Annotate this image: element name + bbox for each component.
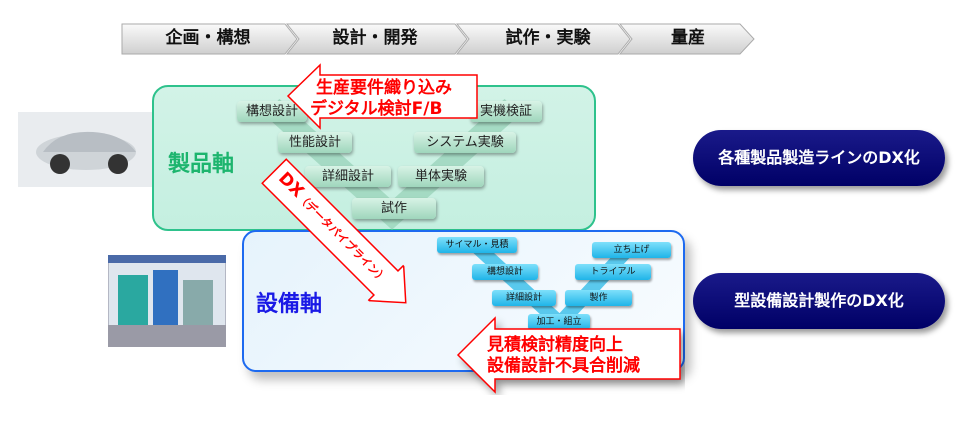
product-step: 単体実験: [398, 166, 484, 187]
equipment-step: 加工・組立: [528, 314, 590, 330]
product-dx-button[interactable]: 各種製品製造ラインのDX化: [693, 130, 945, 186]
equipment-step: 製作: [565, 290, 632, 306]
dx-pipeline-arrow: DX（データパイプライン）: [261, 158, 419, 316]
phase-chevron-3: [455, 23, 631, 55]
product-step: 実機検証: [470, 101, 542, 122]
phase-chevron-4: [618, 23, 755, 55]
equipment-step: 詳細設計: [492, 290, 556, 306]
phase-label: 設計・開発: [332, 28, 418, 48]
dx-arrow-shape: [261, 158, 407, 304]
product-step: 試作: [352, 198, 436, 219]
phase-label: 試作・実験: [505, 28, 591, 48]
feedback-bottom-line2: 設備設計不具合削減: [487, 356, 640, 376]
phase-label: 企画・構想: [165, 28, 251, 48]
product-step: 詳細設計: [305, 166, 391, 187]
phase-chevron-bar: [121, 23, 755, 55]
equipment-step: 構想設計: [472, 264, 538, 280]
feedback-top-line1: 生産要件織り込み: [316, 78, 452, 98]
equipment-step: サイマル・見積: [437, 237, 517, 253]
factory-cad-image: [108, 255, 226, 347]
equipment-dx-button[interactable]: 型設備設計製作のDX化: [693, 273, 945, 329]
feedback-bottom-line1: 見積検討精度向上: [487, 335, 623, 355]
feedback-arrow-top: [286, 63, 478, 130]
product-axis-label: 製品軸: [168, 152, 235, 177]
product-step: 性能設計: [278, 132, 352, 153]
equipment-step: 立ち上げ: [592, 242, 671, 258]
equipment-step: トライアル: [575, 264, 651, 280]
phase-chevron-1: [121, 23, 298, 55]
phase-chevron-2: [285, 23, 468, 55]
car-image: [18, 112, 153, 187]
feedback-top-line2: デジタル検討F/B: [310, 99, 443, 119]
feedback-arrow-bottom: [456, 316, 681, 394]
phase-label: 量産: [671, 28, 705, 48]
equipment-axis-label: 設備軸: [256, 292, 323, 317]
product-step: システム実験: [414, 132, 516, 153]
product-step: 構想設計: [237, 101, 307, 122]
